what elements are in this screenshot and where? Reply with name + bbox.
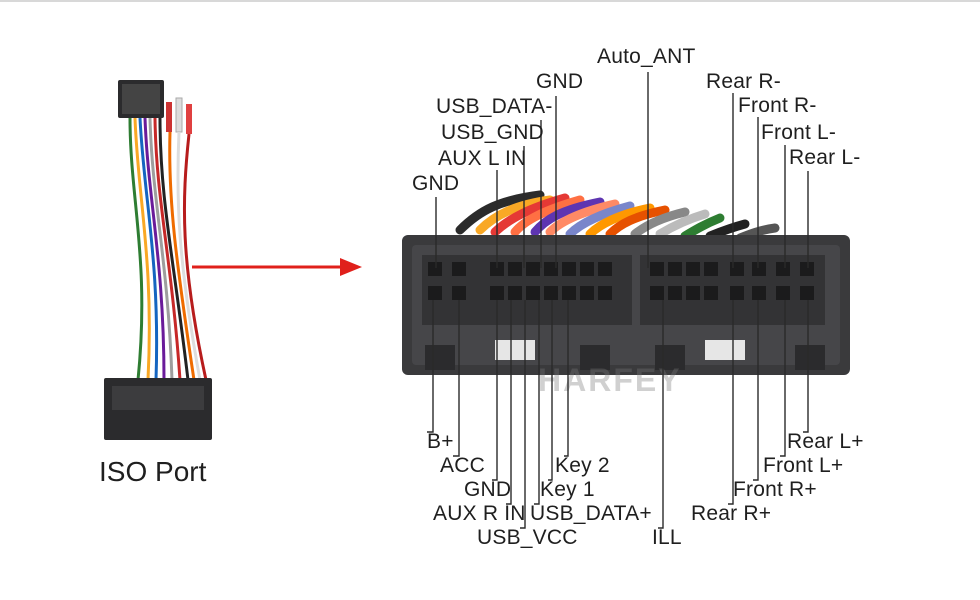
label-rear-l-minus: Rear L- bbox=[789, 146, 861, 169]
label-aux-l-in: AUX L IN bbox=[438, 147, 527, 170]
label-gnd-top-1: GND bbox=[536, 70, 584, 93]
label-front-l-minus: Front L- bbox=[761, 121, 837, 144]
label-usb-data-plus: USB_DATA+ bbox=[530, 502, 652, 525]
label-b-plus: B+ bbox=[427, 430, 454, 453]
label-key-1: Key 1 bbox=[540, 478, 595, 501]
label-usb-data-minus: USB_DATA- bbox=[436, 95, 553, 118]
label-rear-l-plus: Rear L+ bbox=[787, 430, 864, 453]
label-usb-vcc: USB_VCC bbox=[477, 526, 578, 549]
label-key-2: Key 2 bbox=[555, 454, 610, 477]
label-rear-r-plus: Rear R+ bbox=[691, 502, 772, 525]
label-rear-r-minus: Rear R- bbox=[706, 70, 781, 93]
label-front-l-plus: Front L+ bbox=[763, 454, 844, 477]
label-usb-gnd: USB_GND bbox=[441, 121, 544, 144]
label-auto-ant: Auto_ANT bbox=[597, 45, 696, 68]
label-ill: ILL bbox=[652, 526, 682, 549]
label-aux-r-in: AUX R IN bbox=[433, 502, 526, 525]
label-gnd-bottom: GND bbox=[464, 478, 512, 501]
label-front-r-plus: Front R+ bbox=[733, 478, 817, 501]
top-divider bbox=[0, 0, 980, 2]
label-front-r-minus: Front R- bbox=[738, 94, 817, 117]
arrow-icon bbox=[192, 258, 362, 276]
label-gnd-top-2: GND bbox=[412, 172, 460, 195]
connector-illustration bbox=[402, 190, 850, 375]
iso-port-caption: ISO Port bbox=[99, 456, 207, 487]
label-acc: ACC bbox=[440, 454, 485, 477]
watermark-text: HARFEY bbox=[538, 362, 682, 398]
iso-harness-illustration bbox=[104, 80, 212, 440]
